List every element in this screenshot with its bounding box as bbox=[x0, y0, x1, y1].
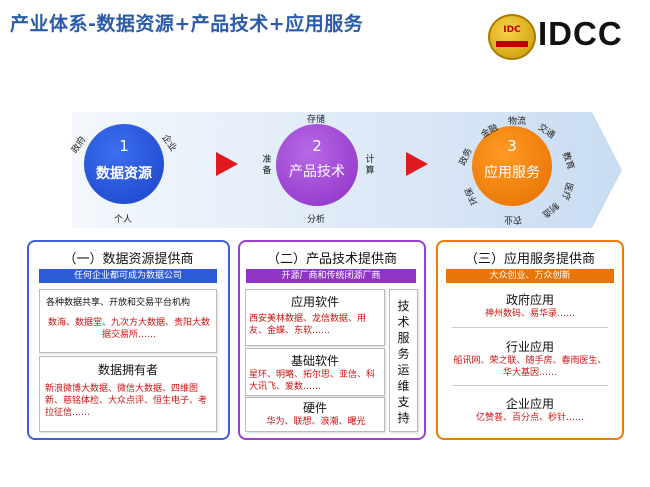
gov-app-title: 政府应用 bbox=[505, 293, 554, 307]
tech-support-box: 技术服务运维支持 bbox=[389, 289, 418, 432]
stage-number: 1 bbox=[119, 137, 129, 155]
hardware-list: 华为、联想、浪潮、曙光 bbox=[266, 417, 366, 427]
panel-heading: （二）产品技术提供商 bbox=[266, 252, 397, 267]
app-software-box: 应用软件 西安美林数据、龙信数据、用友、金蝶、东软…… bbox=[245, 289, 385, 346]
app-provider-panel: （三）应用服务提供商 大众创业、万众创新 政府应用 神州数码、易华录…… 行业应… bbox=[436, 240, 624, 440]
badge-ribbon bbox=[496, 41, 528, 47]
divider bbox=[452, 385, 608, 386]
idcc-logo-text: IDCC bbox=[538, 15, 623, 52]
panel-heading: （三）应用服务提供商 bbox=[464, 252, 595, 267]
stage-number: 2 bbox=[312, 137, 322, 155]
idc-badge-logo: IDC bbox=[488, 14, 536, 60]
enterprise-app-title: 企业应用 bbox=[505, 397, 554, 411]
ring-label: 计算 bbox=[365, 155, 375, 176]
tech-provider-panel: （二）产品技术提供商 开源厂商和传统闭源厂商 应用软件 西安美林数据、龙信数据、… bbox=[238, 240, 426, 440]
platform-title: 各种数据共享、开放和交易平台机构 bbox=[46, 298, 191, 308]
stage-app-circle: 3 应用服务 bbox=[472, 126, 552, 206]
panel-bar: 大众创业、万众创新 bbox=[446, 269, 614, 283]
stage-label: 应用服务 bbox=[484, 165, 540, 181]
ring-label: 分析 bbox=[307, 215, 326, 225]
industry-app-title: 行业应用 bbox=[505, 340, 554, 354]
hardware-title: 硬件 bbox=[302, 401, 327, 415]
gov-app-list: 神州数码、易华录…… bbox=[484, 309, 575, 319]
data-provider-panel: （一）数据资源提供商 任何企业都可成为数据公司 各种数据共享、开放和交易平台机构… bbox=[27, 240, 230, 440]
stage-tech-circle: 2 产品技术 bbox=[276, 124, 358, 206]
stage-number: 3 bbox=[507, 137, 517, 155]
ring-label: 准备 bbox=[262, 155, 272, 176]
ring-label: 个人 bbox=[114, 215, 133, 225]
ring-label: 物流 bbox=[508, 117, 527, 127]
panel-bar: 任何企业都可成为数据公司 bbox=[39, 269, 217, 283]
ring-label: 存储 bbox=[307, 115, 326, 125]
platform-box: 各种数据共享、开放和交易平台机构 数海、数据堂、九次方大数据、贵阳大数据交易所…… bbox=[39, 289, 217, 353]
base-software-box: 基础软件 星环、明略、拓尔思、亚信、科大讯飞、爱数…… bbox=[245, 348, 385, 396]
industry-app-list: 船讯网、荣之联、随手房、春雨医生、华大基因…… bbox=[453, 356, 607, 378]
tech-support-label: 技术服务运维支持 bbox=[397, 299, 410, 425]
data-owner-box: 数据拥有者 新浪微博大数据、微信大数据、四维图新、慈铭体检、大众点评、恒生电子、… bbox=[39, 356, 217, 432]
enterprise-app-list: 亿赞普、百分点、秒针…… bbox=[475, 413, 584, 423]
data-owner-list: 新浪微博大数据、微信大数据、四维图新、慈铭体检、大众点评、恒生电子、考拉征信…… bbox=[45, 384, 208, 418]
stage-label: 数据资源 bbox=[96, 166, 152, 182]
stage-data-circle: 1 数据资源 bbox=[84, 124, 164, 204]
stage-arrow-2 bbox=[406, 152, 428, 176]
badge-text: IDC bbox=[503, 25, 521, 35]
ring-label: 农业 bbox=[504, 214, 523, 224]
divider bbox=[452, 327, 608, 328]
panel-heading: （一）数据资源提供商 bbox=[63, 252, 194, 267]
panel-bar: 开源厂商和传统闭源厂商 bbox=[246, 269, 416, 283]
stage-label: 产品技术 bbox=[289, 164, 345, 180]
base-software-title: 基础软件 bbox=[290, 354, 339, 368]
stage-arrow-1 bbox=[216, 152, 238, 176]
platform-list: 数海、数据堂、九次方大数据、贵阳大数据交易所…… bbox=[47, 318, 210, 340]
base-software-list: 星环、明略、拓尔思、亚信、科大讯飞、爱数…… bbox=[249, 370, 376, 392]
page-title: 产业体系-数据资源+产品技术+应用服务 bbox=[10, 13, 364, 35]
hardware-box: 硬件 华为、联想、浪潮、曙光 bbox=[245, 397, 385, 432]
data-owner-title: 数据拥有者 bbox=[97, 363, 158, 377]
app-software-title: 应用软件 bbox=[290, 295, 339, 309]
app-software-list: 西安美林数据、龙信数据、用友、金蝶、东软…… bbox=[249, 314, 367, 336]
